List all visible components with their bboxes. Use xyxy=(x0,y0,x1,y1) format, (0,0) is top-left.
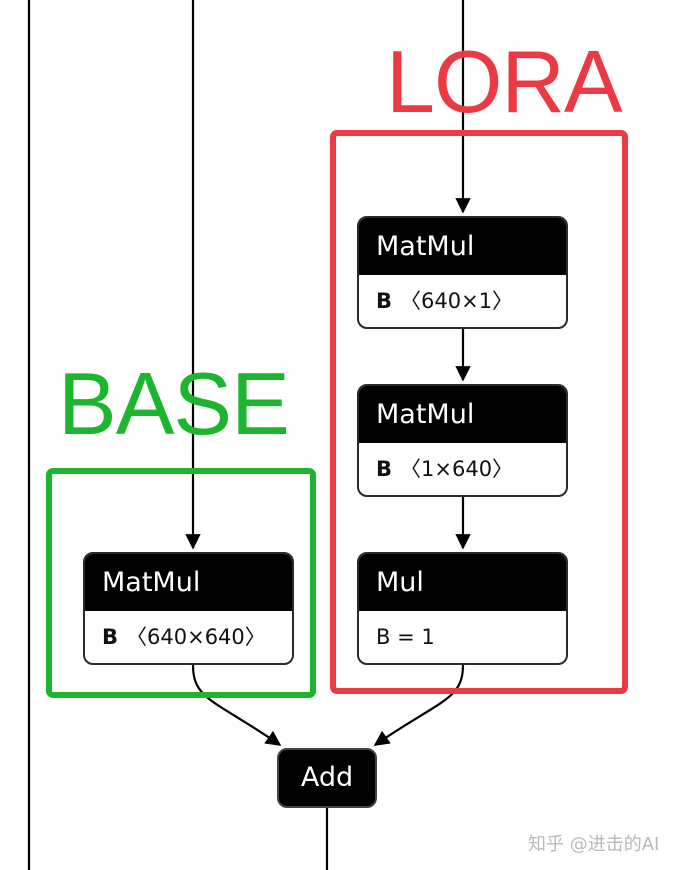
lora-mul-node[interactable]: Mul B = 1 xyxy=(357,552,568,665)
lora-matmul-b-node[interactable]: MatMul B 〈1×640〉 xyxy=(357,384,568,497)
param-name: B xyxy=(376,289,393,313)
add-node[interactable]: Add xyxy=(277,748,377,808)
lora-matmul-a-node[interactable]: MatMul B 〈640×1〉 xyxy=(357,216,568,329)
param-shape: 〈1×640〉 xyxy=(400,457,514,481)
base-group-label: BASE xyxy=(58,354,290,453)
node-op-label: MatMul xyxy=(359,386,566,443)
edge-base-to-add xyxy=(191,664,282,746)
param-shape: 〈640×1〉 xyxy=(400,289,514,313)
base-matmul-node[interactable]: MatMul B 〈640×640〉 xyxy=(83,552,294,665)
edge-mul-to-add xyxy=(373,664,465,746)
node-op-label: Mul xyxy=(359,554,566,611)
node-op-label: MatMul xyxy=(85,554,292,611)
param-name: B xyxy=(102,625,119,649)
lora-group-box xyxy=(330,130,628,694)
node-param: B = 1 xyxy=(376,625,435,649)
param-shape: 〈640×640〉 xyxy=(126,625,266,649)
lora-group-label: LORA xyxy=(386,32,623,131)
base-group-box xyxy=(46,468,316,698)
node-param: B 〈640×1〉 xyxy=(359,275,566,327)
node-op-label: MatMul xyxy=(359,218,566,275)
node-param: B 〈1×640〉 xyxy=(359,443,566,495)
watermark: 知乎 @进击的AI xyxy=(528,834,660,855)
node-param: B 〈640×640〉 xyxy=(85,611,292,663)
param-name: B xyxy=(376,457,393,481)
